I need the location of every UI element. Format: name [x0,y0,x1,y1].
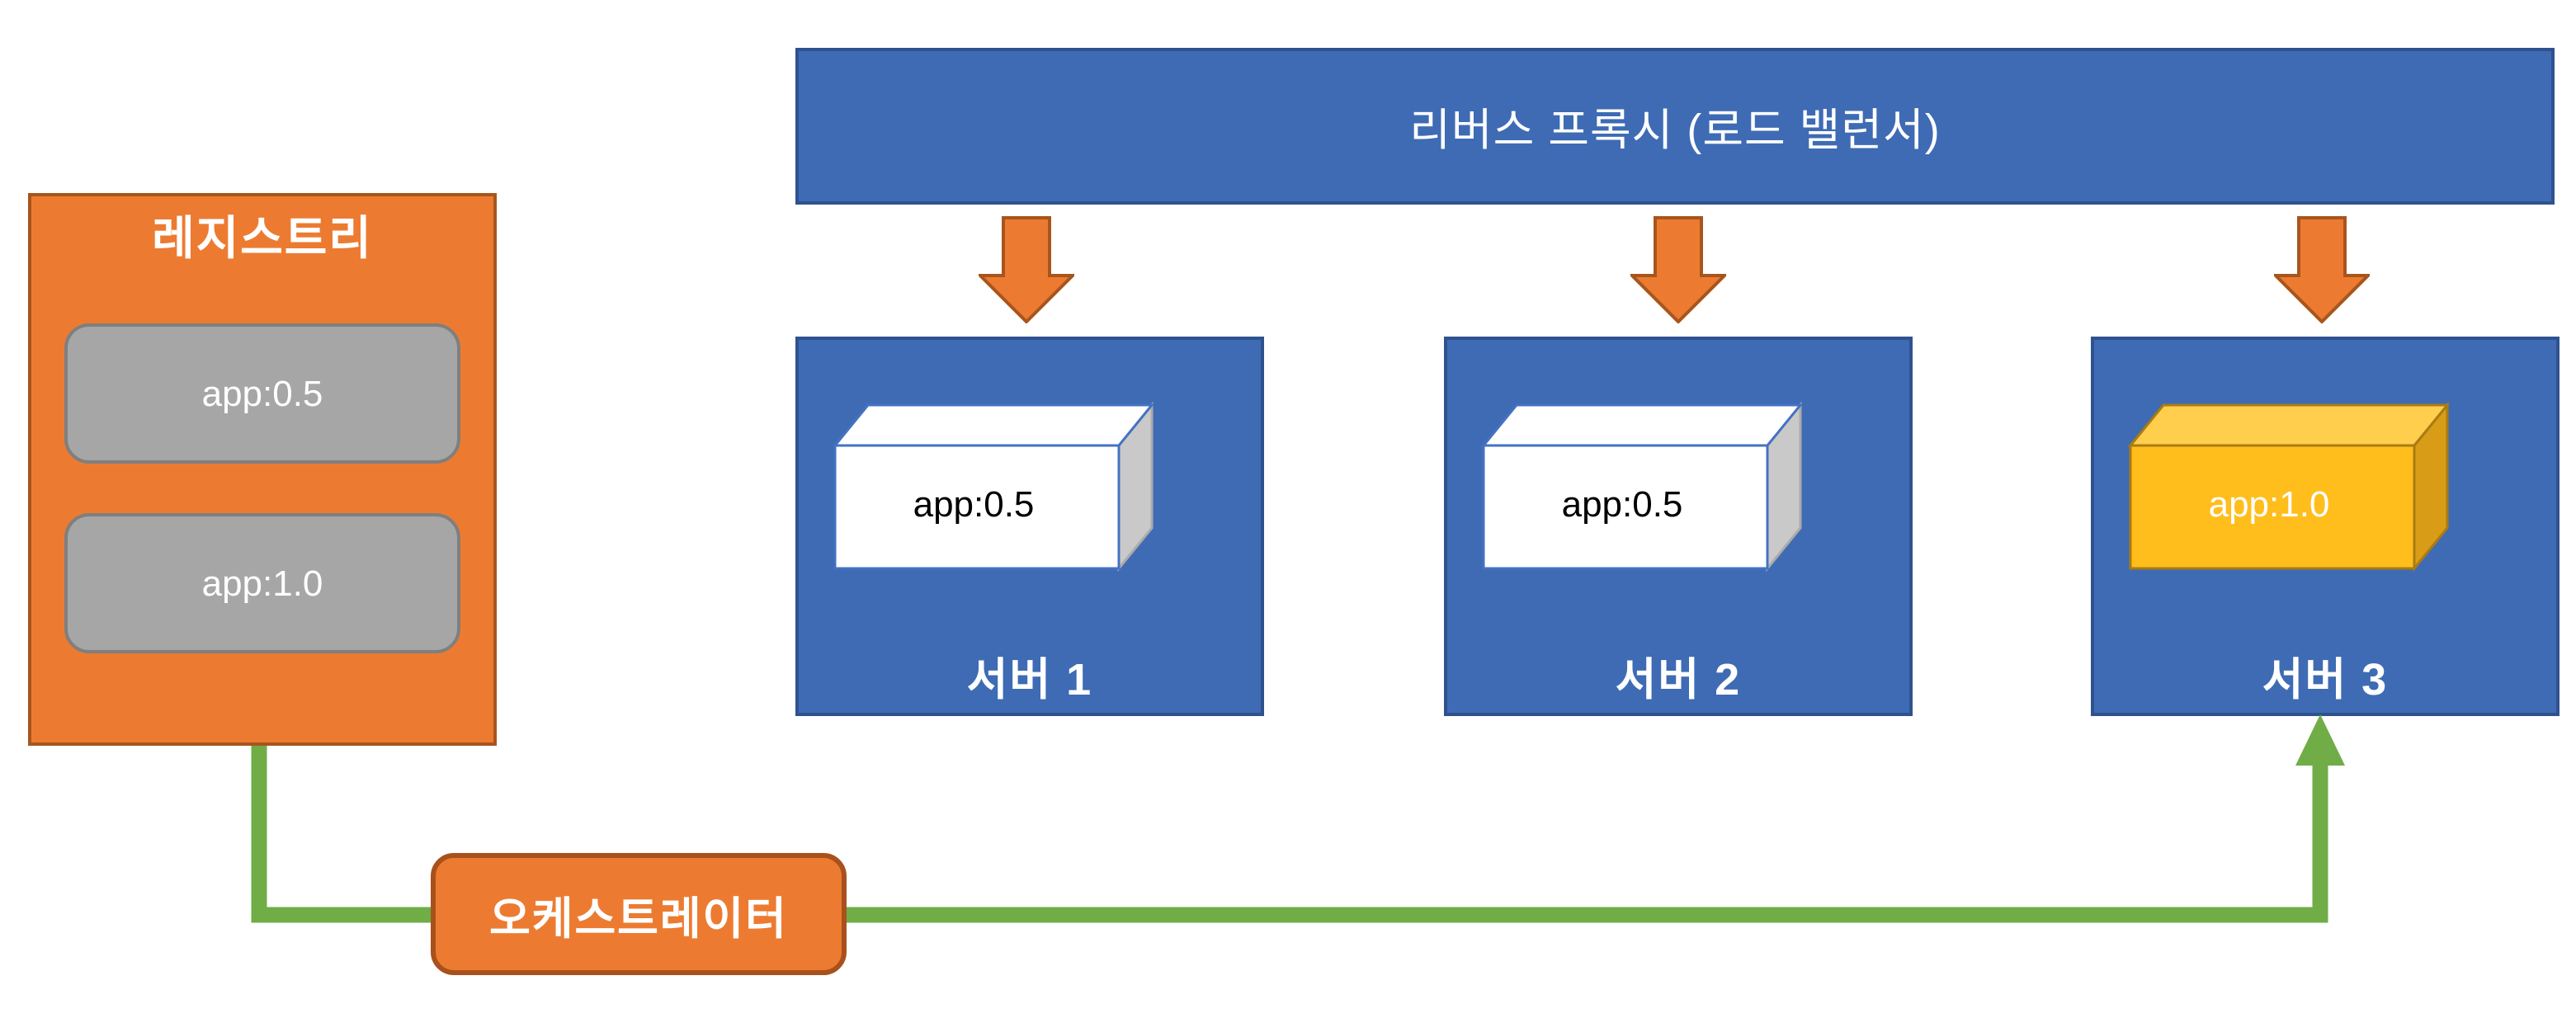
server-1-label: 서버 1 [966,654,1093,704]
registry-image-app05: app:0.5 [64,323,460,464]
server-3-box: app:1.0 서버 3 [2091,337,2559,716]
server-2-label: 서버 2 [1615,654,1742,704]
registry-title: 레지스트리 [152,213,373,264]
registry-image-app10: app:1.0 [64,513,460,653]
connector-arrowhead-up-icon [2295,714,2345,766]
server-3-label: 서버 3 [2262,654,2389,704]
reverse-proxy-box: 리버스 프록시 (로드 밸런서) [795,48,2555,205]
down-arrow-icon [1630,216,1726,323]
registry-box: 레지스트리 app:0.5 app:1.0 [28,193,497,746]
container-cube-yellow-icon [2127,401,2451,573]
orchestrator-box: 오케스트레이터 [431,853,847,975]
server-2-box: app:0.5 서버 2 [1444,337,1913,716]
orchestrator-label: 오케스트레이터 [489,893,788,943]
server-1-box: app:0.5 서버 1 [795,337,1264,716]
reverse-proxy-label: 리버스 프록시 (로드 밸런서) [1409,106,1941,155]
container-cube-white-icon [1480,401,1804,573]
container-cube-white-icon [832,401,1155,573]
down-arrow-icon [979,216,1074,323]
down-arrow-icon [2274,216,2370,323]
